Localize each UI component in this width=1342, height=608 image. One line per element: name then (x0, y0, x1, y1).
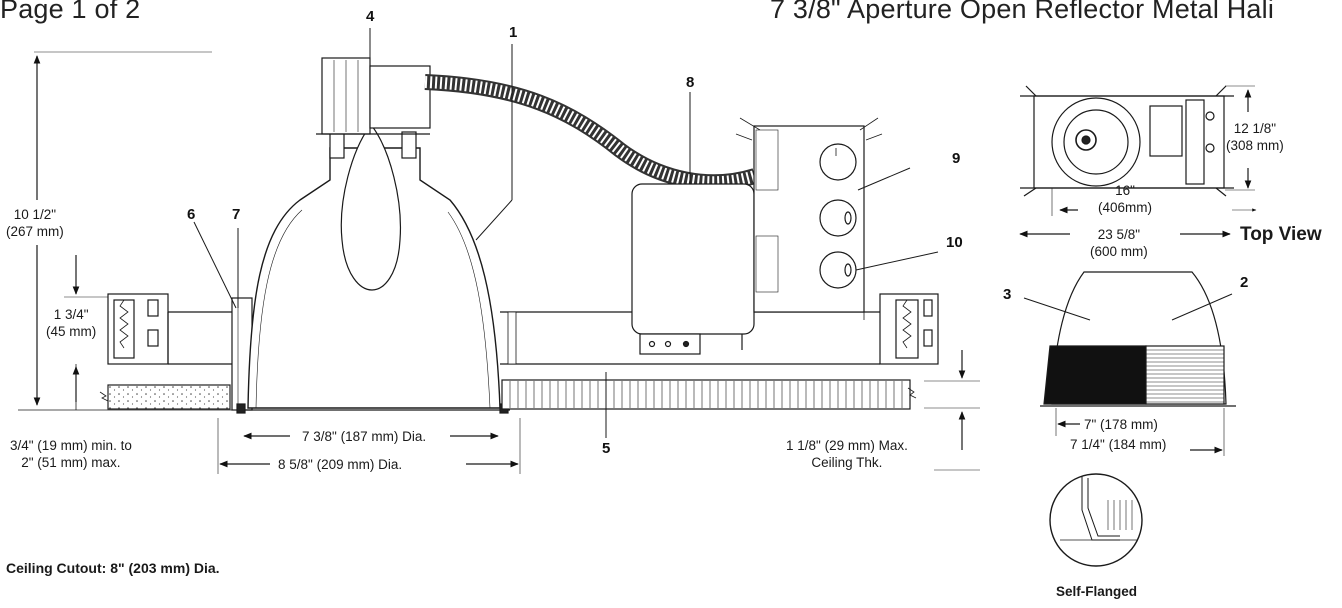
callout-10: 10 (946, 234, 963, 251)
collar-dim: 1 3/4" (45 mm) (46, 306, 96, 340)
callout-5: 5 (602, 440, 611, 457)
callout-4: 4 (366, 8, 375, 25)
callout-3: 3 (1003, 286, 1012, 303)
height-dim-mm: (267 mm) (6, 224, 64, 239)
callout-8: 8 (686, 74, 695, 91)
flange-dim: 8 5/8" (209 mm) Dia. (278, 457, 403, 472)
top-inner-in: 16" (1115, 183, 1135, 198)
collar-dim-mm: (45 mm) (46, 324, 97, 339)
top-outer-in: 23 5/8" (1097, 227, 1141, 242)
top-outer-mm: (600 mm) (1090, 244, 1148, 259)
callout-9: 9 (952, 150, 961, 167)
reflector-outer-dim: 7 1/4" (184 mm) (1070, 437, 1167, 452)
height-dim: 10 1/2" (267 mm) (6, 206, 64, 240)
callout-1: 1 (509, 24, 518, 41)
top-inner-dim: 16" (406mm) (1098, 182, 1152, 216)
collar-dim-in: 1 3/4" (53, 307, 89, 322)
aperture-dim: 7 3/8" (187 mm) Dia. (302, 429, 427, 444)
ceiling-max-line2: Ceiling Thk. (811, 455, 883, 470)
ceiling-range-line1: 3/4" (19 mm) min. to (10, 438, 132, 453)
top-depth-in: 12 1/8" (1233, 121, 1277, 136)
page-number: Page 1 of 2 (0, 0, 141, 24)
self-flanged-label: Self-Flanged (1056, 584, 1138, 599)
top-depth-mm: (308 mm) (1226, 138, 1284, 153)
callout-2: 2 (1240, 274, 1249, 291)
top-depth-dim: 12 1/8" (308 mm) (1226, 120, 1284, 154)
ceiling-max-dim: 1 1/8" (29 mm) Max. Ceiling Thk. (786, 437, 908, 471)
page-title: 7 3/8" Aperture Open Reflector Metal Hal… (770, 0, 1275, 24)
ceiling-max-line1: 1 1/8" (29 mm) Max. (786, 438, 908, 453)
ceiling-range-line2: 2" (51 mm) max. (21, 455, 121, 470)
ceiling-range-dim: 3/4" (19 mm) min. to 2" (51 mm) max. (10, 437, 132, 471)
callout-7: 7 (232, 206, 241, 223)
top-view-label: Top View (1240, 224, 1322, 245)
reflector-inner-dim: 7" (178 mm) (1084, 417, 1158, 432)
height-dim-in: 10 1/2" (13, 207, 57, 222)
callout-6: 6 (187, 206, 196, 223)
top-outer-dim: 23 5/8" (600 mm) (1090, 226, 1148, 260)
ceiling-cutout-label: Ceiling Cutout: 8" (203 mm) Dia. (6, 560, 220, 576)
top-inner-mm: (406mm) (1098, 200, 1153, 215)
